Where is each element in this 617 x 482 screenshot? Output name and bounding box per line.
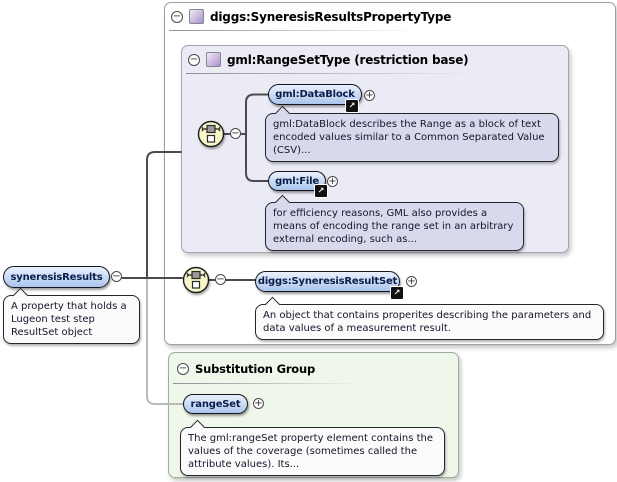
element-range-set[interactable]: rangeSet: [183, 394, 248, 414]
documentation-gml-datablock: gml:DataBlock describes the Range as a b…: [265, 105, 559, 162]
documentation-text: An object that contains properites descr…: [263, 310, 592, 334]
collapse-icon[interactable]: −: [177, 363, 189, 375]
choice-compositor-icon[interactable]: [197, 120, 225, 148]
collapse-icon[interactable]: −: [215, 273, 226, 285]
element-syneresis-results[interactable]: syneresisResults: [3, 266, 110, 288]
frame-header: − Substitution Group: [177, 362, 315, 376]
documentation-text: for efficiency reasons, GML also provide…: [273, 208, 514, 245]
documentation-text: gml:DataBlock describes the Range as a b…: [273, 119, 545, 156]
frame-title: Substitution Group: [195, 362, 316, 376]
divider: [173, 383, 363, 384]
element-diggs-syneresis-result-set[interactable]: diggs:SyneresisResultSet: [255, 271, 400, 292]
collapse-icon[interactable]: −: [188, 53, 200, 66]
documentation-range-set: The gml:rangeSet property element contai…: [180, 419, 445, 476]
documentation-gml-file: for efficiency reasons, GML also provide…: [265, 194, 524, 251]
frame-header: − diggs:SyneresisResultsPropertyType: [171, 9, 451, 24]
expand-icon[interactable]: +: [406, 275, 417, 287]
expand-icon[interactable]: +: [364, 89, 375, 101]
complex-type-icon: [206, 52, 221, 67]
reference-arrow-icon[interactable]: ↗: [345, 99, 359, 113]
element-gml-file[interactable]: gml:File: [268, 171, 326, 191]
documentation-syneresis-results: A property that holds a Lugeon test step…: [3, 287, 140, 344]
expand-icon[interactable]: +: [253, 397, 264, 409]
frame-title: gml:RangeSetType (restriction base): [227, 52, 469, 67]
reference-arrow-icon[interactable]: ↗: [314, 184, 328, 198]
choice-compositor-icon[interactable]: [182, 266, 210, 294]
documentation-text: The gml:rangeSet property element contai…: [188, 433, 434, 470]
collapse-icon[interactable]: −: [111, 270, 122, 282]
divider: [169, 30, 419, 31]
reference-arrow-icon[interactable]: ↗: [390, 286, 404, 300]
documentation-syneresis-result-set: An object that contains properites descr…: [255, 296, 604, 340]
documentation-text: A property that holds a Lugeon test step…: [11, 301, 127, 338]
complex-type-icon: [189, 9, 204, 24]
divider: [186, 73, 476, 74]
frame-title: diggs:SyneresisResultsPropertyType: [210, 9, 452, 24]
frame-header: − gml:RangeSetType (restriction base): [188, 52, 469, 67]
collapse-icon[interactable]: −: [230, 127, 241, 139]
element-gml-datablock[interactable]: gml:DataBlock: [268, 84, 362, 105]
expand-icon[interactable]: +: [327, 175, 338, 187]
collapse-icon[interactable]: −: [171, 10, 183, 23]
